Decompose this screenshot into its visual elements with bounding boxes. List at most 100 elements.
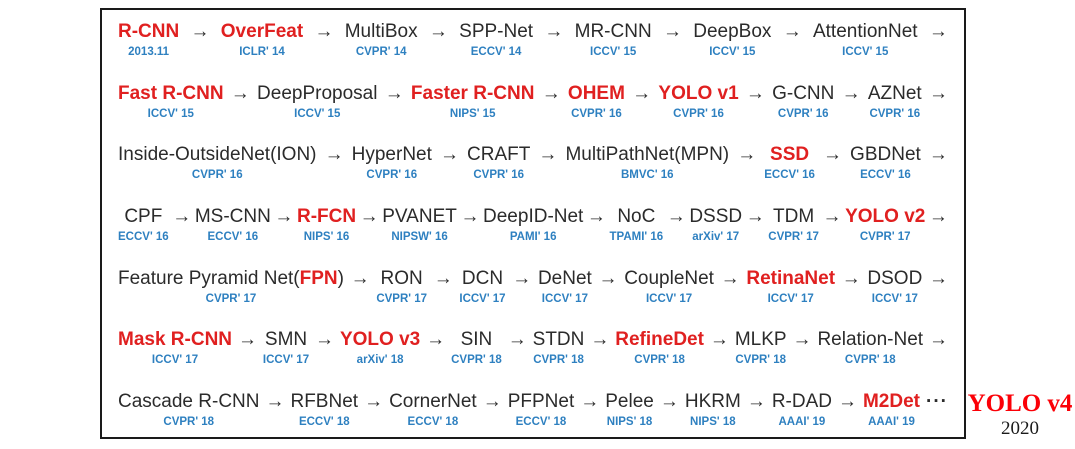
model-name: MultiPathNet(MPN) xyxy=(565,144,730,166)
model-name: YOLO v2 xyxy=(845,205,926,227)
model-entry: MultiPathNet(MPN) BMVC' 16 xyxy=(565,142,729,182)
arrow-icon: → xyxy=(426,329,446,351)
model-entry: Feature Pyramid Net(FPN)CVPR' 17 xyxy=(118,266,344,306)
model-name: DeNet xyxy=(537,267,592,289)
model-name: CRAFT xyxy=(467,144,531,166)
venue-label: ICCV' 17 xyxy=(151,354,199,367)
venue-label: PAMI' 16 xyxy=(509,230,557,243)
yolov4-label: YOLO v4 xyxy=(967,390,1073,417)
model-name-highlight: FPN xyxy=(299,267,338,289)
arrow-icon: → xyxy=(928,21,948,42)
venue-label: TPAMI' 16 xyxy=(609,230,664,243)
arrow-icon: → xyxy=(265,390,285,412)
venue-label: CVPR' 16 xyxy=(777,107,829,120)
model-name: PFPNet xyxy=(507,390,575,412)
model-name: SSD xyxy=(770,144,810,166)
model-name: DeepProposal xyxy=(257,82,378,104)
venue-label: ECCV' 16 xyxy=(860,169,911,182)
arrow-icon: → xyxy=(666,205,686,227)
model-name: AZNet xyxy=(867,82,922,104)
arrow-icon: → xyxy=(720,267,740,289)
arrow-icon: → xyxy=(482,390,502,412)
model-name-segment: Feature Pyramid Net( xyxy=(118,267,300,289)
venue-label: CVPR' 18 xyxy=(451,354,502,367)
venue-label: BMVC' 16 xyxy=(621,169,674,182)
venue-label: AAAI' 19 xyxy=(778,415,826,428)
model-name: Relation-Net xyxy=(817,329,924,351)
model-name: TDM xyxy=(773,205,815,227)
model-name: CoupleNet xyxy=(624,267,714,289)
arrow-icon: → xyxy=(598,267,618,289)
arrow-icon: → xyxy=(538,144,558,166)
arrow-icon: → xyxy=(433,267,453,289)
arrow-icon: → xyxy=(841,267,861,289)
venue-label: CVPR' 18 xyxy=(844,354,896,367)
arrow-icon: → xyxy=(822,205,842,227)
venue-label: CVPR' 18 xyxy=(735,354,787,367)
arrow-icon: → xyxy=(737,144,757,166)
arrow-icon: → xyxy=(350,267,370,289)
arrow-icon: → xyxy=(230,82,250,104)
model-name: M2Det xyxy=(862,390,920,412)
model-name: DCN xyxy=(461,267,504,289)
venue-label: CVPR' 14 xyxy=(355,46,407,58)
venue-label: CVPR' 16 xyxy=(191,169,243,182)
arrow-icon: → xyxy=(512,267,532,289)
venue-label: ICCV' 17 xyxy=(262,354,310,367)
arrow-icon: → xyxy=(841,82,861,104)
venue-label: ECCV' 16 xyxy=(764,169,815,182)
model-name: MultiBox xyxy=(344,21,418,42)
model-name: RetinaNet xyxy=(746,267,836,289)
model-name: YOLO v3 xyxy=(339,329,421,351)
venue-label: NIPS' 18 xyxy=(690,415,736,428)
model-name: OverFeat xyxy=(220,21,304,42)
ellipsis-icon: ··· xyxy=(926,390,948,412)
model-name: MR-CNN xyxy=(574,21,652,42)
model-entry: SMN ICCV' 17 xyxy=(263,327,309,367)
model-name: Pelee xyxy=(605,390,654,412)
model-entry: MR-CNN ICCV' 15 xyxy=(575,19,652,59)
model-name: SMN xyxy=(264,329,308,351)
arrow-icon: → xyxy=(359,205,379,227)
venue-label: CVPR' 17 xyxy=(376,292,427,305)
model-name: R-FCN xyxy=(296,205,357,227)
venue-label: CVPR' 16 xyxy=(571,107,622,120)
arrow-icon: → xyxy=(364,390,384,412)
arrow-icon: → xyxy=(632,82,652,104)
venue-label: arXiv' 17 xyxy=(692,230,740,243)
arrow-icon: → xyxy=(190,21,210,42)
arrow-icon: → xyxy=(928,144,948,166)
venue-label: CVPR' 17 xyxy=(768,230,819,243)
model-name: R-DAD xyxy=(771,390,832,412)
venue-label: ICCV' 15 xyxy=(709,46,756,58)
arrow-icon: → xyxy=(659,390,679,412)
arrow-icon: → xyxy=(837,390,857,412)
venue-label: ICCV' 15 xyxy=(590,46,637,58)
model-name: Inside-OutsideNet(ION) xyxy=(118,144,317,166)
venue-label: CVPR' 17 xyxy=(205,292,257,305)
